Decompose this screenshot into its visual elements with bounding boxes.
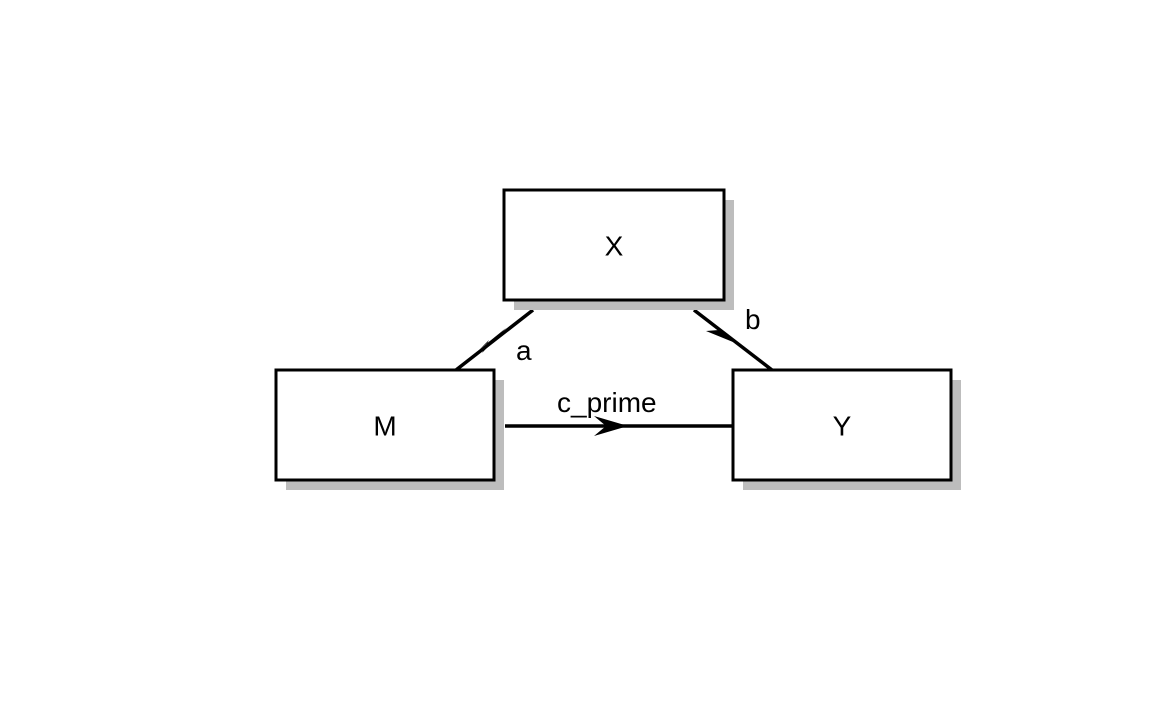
edge-a-arrowhead [480, 328, 506, 353]
node-m-label: M [373, 411, 396, 442]
node-y-box [731, 368, 953, 482]
node-m[interactable]: M [274, 368, 504, 490]
edge-b [692, 308, 774, 372]
edge-b-arrowhead [706, 320, 733, 342]
edge-c-prime-arrowhead [594, 416, 628, 436]
edge-a-line [454, 308, 535, 372]
edge-b-label: b [745, 304, 761, 335]
edge-c-prime-label: c_prime [557, 387, 657, 418]
edge-c-prime [505, 416, 733, 436]
edge-a [454, 308, 535, 372]
node-m-box [274, 368, 496, 482]
edge-b-line [692, 308, 774, 372]
node-y-label: Y [833, 411, 852, 442]
node-x[interactable]: X [502, 188, 734, 310]
node-x-box [502, 188, 726, 302]
node-y[interactable]: Y [731, 368, 961, 490]
edge-a-label: a [516, 335, 532, 366]
node-x-label: X [605, 231, 624, 262]
